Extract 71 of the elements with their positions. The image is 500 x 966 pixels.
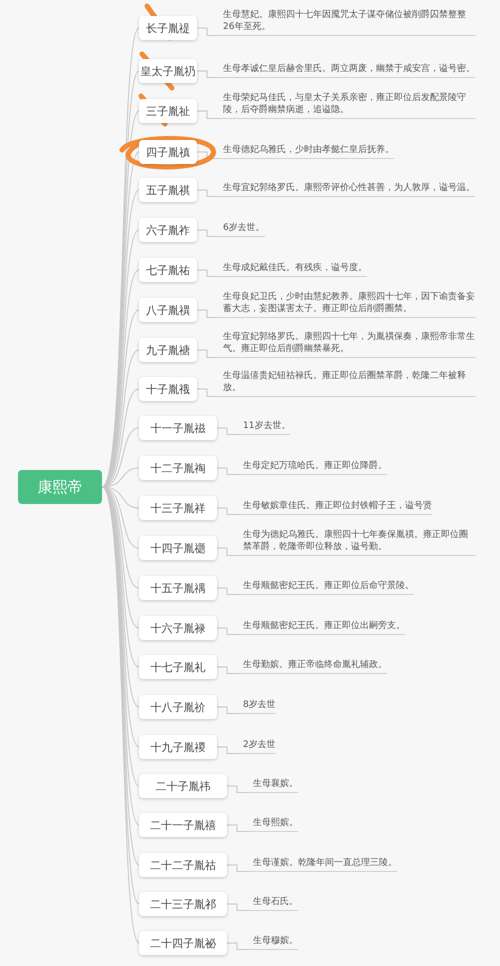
description-text: 生母荣妃马佳氏，与皇太子关系亲密，雍正即位后发配景陵守陵，后夺爵幽禁病逝，追谥隐。: [219, 92, 476, 119]
branch-box: 七子胤祐: [139, 258, 197, 282]
branch-box: 四子胤禛: [139, 140, 197, 164]
description-text: 生母襄嫔。: [249, 778, 298, 793]
description-text: 生母慧妃。康熙四十七年因魇咒太子谋夺储位被削爵囚禁整整26年至死。: [219, 9, 476, 36]
branch-box: 六子胤祚: [139, 218, 197, 242]
description-text: 生母德妃乌雅氏，少时由孝懿仁皇后抚养。: [219, 144, 394, 159]
branch-line: [226, 942, 250, 950]
branch-box: 九子胤禟: [139, 338, 197, 362]
branch-line: [196, 310, 220, 318]
branch-box: 十二子胤祹: [139, 456, 217, 480]
branch-line: [196, 190, 220, 197]
branch-box: 十四子胤禵: [139, 536, 217, 560]
branch-box: 十一子胤禌: [139, 416, 217, 440]
description-text: 生母良妃卫氏，少时由慧妃教养。康熙四十七年，因下谕责备妄蓄大志，妄图谋害太子。雍正即位后削爵圈禁。: [219, 291, 476, 318]
branch-line: [196, 28, 220, 36]
description-text: 生母石氏。: [249, 896, 298, 911]
branch-line: [196, 270, 220, 277]
branch-line: [216, 706, 240, 714]
branch-box: 五子胤祺: [139, 178, 197, 202]
branch-box: 十子胤䄉: [139, 377, 197, 401]
branch-line: [226, 786, 250, 793]
description-text: 生母温僖贵妃钮祜禄氏。雍正即位后圈禁革爵，乾隆二年被释放。: [219, 370, 476, 397]
description-text: 生母穆嫔。: [249, 935, 298, 950]
description-text: 6岁去世。: [219, 222, 265, 237]
branch-line: [216, 628, 240, 635]
branch-box: 十八子胤祄: [139, 695, 217, 719]
branch-line: [216, 428, 240, 435]
branch-line: [196, 110, 220, 119]
branch-box: 十五子胤禑: [139, 576, 217, 600]
description-text: 11岁去世。: [239, 420, 290, 435]
branch-line: [216, 746, 240, 754]
description-text: 8岁去世: [239, 699, 276, 714]
description-text: 生母宜妃郭络罗氏。康熙帝评价心性甚善，为人敦厚，谥号温。: [219, 182, 475, 197]
branch-box: 二十二子胤祜: [139, 853, 227, 877]
branch-box: 二十四子胤祕: [139, 931, 227, 955]
description-text: 生母宜妃郭络罗氏。康熙四十七年，为胤禩保奏，康熙帝非常生气。雍正即位后削爵幽禁暴死。: [219, 331, 476, 358]
branch-box: 三子胤祉: [139, 99, 197, 123]
branch-box: 十三子胤祥: [139, 496, 217, 520]
branch-box: 二十子胤祎: [139, 774, 227, 798]
branch-line: [216, 508, 240, 515]
description-text: 生母顺懿密妃王氏。雍正即位后命守景陵。: [239, 580, 414, 595]
description-text: 生母谨嫔。乾隆年间一直总理三陵。: [249, 857, 397, 872]
branch-box: 皇太子胤礽: [139, 59, 197, 83]
description-text: 2岁去世: [239, 739, 276, 754]
branch-line: [226, 904, 250, 911]
root-box: 康熙帝: [18, 470, 102, 504]
branch-box: 十九子胤禝: [139, 735, 217, 759]
description-text: 生母顺懿密妃王氏。雍正即位出嗣旁支。: [239, 620, 405, 635]
branch-line: [226, 824, 250, 832]
branch-line: [196, 70, 220, 78]
branch-box: 八子胤禩: [139, 298, 197, 322]
description-text: 生母为德妃乌雅氏。康熙四十七年奏保胤禩。雍正即位圈禁革爵，乾隆帝即位释放，谥号勤。: [239, 529, 476, 556]
branch-line: [196, 230, 220, 237]
description-text: 生母成妃戴佳氏。有残疾，谥号度。: [219, 262, 367, 277]
description-text: 生母孝诚仁皇后赫舍里氏。两立两废，幽禁于咸安宫，谥号密。: [219, 63, 475, 78]
branch-line: [196, 388, 220, 397]
branch-box: 十六子胤禄: [139, 616, 217, 640]
branch-line: [216, 666, 240, 674]
description-text: 生母敏嫔章佳氏。雍正即位封铁帽子王，谥号贤: [239, 500, 432, 515]
branch-line: [216, 548, 240, 556]
description-text: 生母熙嫔。: [249, 817, 298, 832]
description-text: 生母勤嫔。雍正帝临终命胤礼辅政。: [239, 659, 387, 674]
branch-line: [226, 864, 250, 872]
branch-box: 十七子胤礼: [139, 655, 217, 679]
branch-line: [216, 588, 240, 595]
branch-line: [216, 468, 240, 475]
branch-box: 二十三子胤祁: [139, 892, 227, 916]
branch-line: [196, 350, 220, 358]
description-text: 生母定妃万琉哈氏。雍正即位降爵。: [239, 460, 387, 475]
branch-box: 二十一子胤禧: [139, 813, 227, 837]
